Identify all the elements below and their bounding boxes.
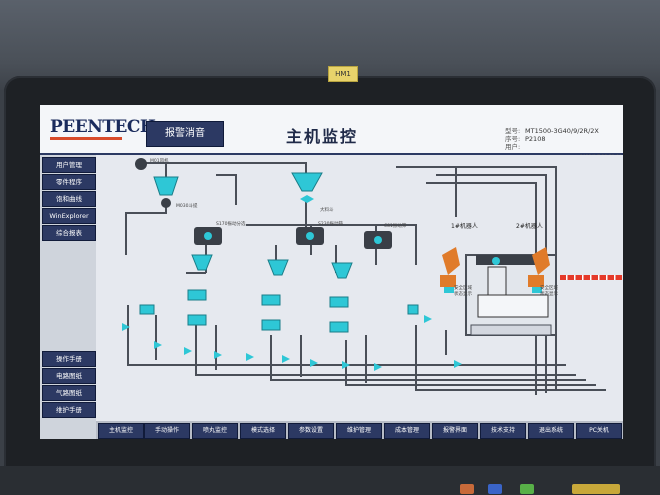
fan: M01风机 [135, 157, 169, 170]
tab-shot-monitor[interactable]: 喷丸监控 [192, 423, 238, 439]
exit-system-button[interactable]: 退出系统 [528, 423, 574, 439]
info-label: 型号: [505, 127, 521, 135]
robot-2: 2#机器人 安全区域 状态显示 [516, 222, 558, 297]
tab-cost-management[interactable]: 成本管理 [384, 423, 430, 439]
sidebar-item-reports[interactable]: 综合报表 [42, 225, 96, 241]
safe-1-label: 安全区域 [454, 284, 472, 291]
sidebar-item-maintenance-manual[interactable]: 维护手册 [42, 402, 96, 418]
tab-manual-operation[interactable]: 手动操作 [144, 423, 190, 439]
tab-tech-support[interactable]: 技术支持 [480, 423, 526, 439]
hw-button-yellow[interactable] [572, 484, 620, 494]
sidebar-item-winexplorer[interactable]: WinExplorer [42, 208, 96, 224]
sidebar-item-saturation-curve[interactable]: 饱和曲线 [42, 191, 96, 207]
fan-label: M01风机 [150, 157, 169, 164]
hmi-screen: PEENTECH 报警消音 主机监控 型号: MT1500-3G40/9/2R/2… [40, 105, 623, 439]
safe-2-label: 安全区域 [540, 284, 558, 291]
tab-maintenance[interactable]: 维护管理 [336, 423, 382, 439]
hw-button-orange[interactable] [460, 484, 474, 494]
info-label: 序号: [505, 135, 521, 143]
sidebar-item-circuit-drawings[interactable]: 电路图纸 [42, 368, 96, 384]
pc-shutdown-button[interactable]: PC关机 [576, 423, 622, 439]
header: PEENTECH 报警消音 主机监控 型号: MT1500-3G40/9/2R/2… [40, 105, 623, 155]
vib-mid-label: S230振动筛 [318, 220, 343, 227]
process-diagram: M01风机 M030斗提 大料斗 S170振动分选 S230振动筛 [96, 155, 623, 421]
feed-hoppers [139, 254, 419, 333]
tab-alarm-screen[interactable]: 报警界面 [432, 423, 478, 439]
separator-mid: S230振动筛 [296, 220, 343, 245]
process-diagram-svg: M01风机 M030斗提 大料斗 S170振动分选 S230振动筛 [122, 157, 622, 395]
hardware-tag: HM1 [328, 66, 358, 82]
elevator-label: M030斗提 [176, 202, 198, 209]
info-value: P2108 [525, 135, 546, 143]
tab-parameter-settings[interactable]: 参数设置 [288, 423, 334, 439]
hw-button-green[interactable] [520, 484, 534, 494]
alarm-silence-button[interactable]: 报警消音 [146, 121, 224, 147]
robot-2-label: 2#机器人 [516, 222, 543, 230]
info-value: MT1500-3G40/9/2R/2X [525, 127, 599, 135]
sidebar-item-user-management[interactable]: 用户管理 [42, 157, 96, 173]
robot-1-label: 1#机器人 [451, 222, 478, 230]
sidebar-item-pneumatic-drawings[interactable]: 气路图纸 [42, 385, 96, 401]
monitor-bottom-panel [0, 466, 660, 495]
logo: PEENTECH [50, 117, 156, 137]
valves [122, 315, 462, 371]
tab-host-monitor[interactable]: 主机监控 [98, 423, 144, 439]
logo-underline [50, 137, 122, 140]
separator-right: C81振动筛 [364, 222, 407, 249]
tab-mode-select[interactable]: 模式选择 [240, 423, 286, 439]
main-hopper: 大料斗 [291, 172, 334, 213]
elevator: M030斗提 [153, 176, 198, 209]
page-title: 主机监控 [286, 127, 359, 146]
rail-red [560, 275, 622, 280]
machine-info: 型号: MT1500-3G40/9/2R/2X 序号: P2108 用户: [505, 127, 599, 151]
safe-2b-label: 状态显示 [540, 290, 558, 297]
safe-1b-label: 状态显示 [454, 290, 472, 297]
sidebar-item-part-program[interactable]: 零件程序 [42, 174, 96, 190]
sidebar: 用户管理 零件程序 饱和曲线 WinExplorer 综合报表 操作手册 电路图… [40, 155, 96, 439]
robot-1: 1#机器人 安全区域 状态显示 [440, 222, 478, 297]
vib-right-label: C81振动筛 [384, 222, 407, 229]
bottom-nav-bar: 主机监控 手动操作 喷丸监控 模式选择 参数设置 维护管理 成本管理 报警界面 … [96, 421, 623, 439]
sidebar-item-operation-manual[interactable]: 操作手册 [42, 351, 96, 367]
separator-left: S170振动分选 [194, 220, 246, 245]
hw-button-blue[interactable] [488, 484, 502, 494]
separator-label: S170振动分选 [216, 220, 246, 227]
hopper-label: 大料斗 [320, 206, 334, 213]
info-label: 用户: [505, 143, 521, 151]
